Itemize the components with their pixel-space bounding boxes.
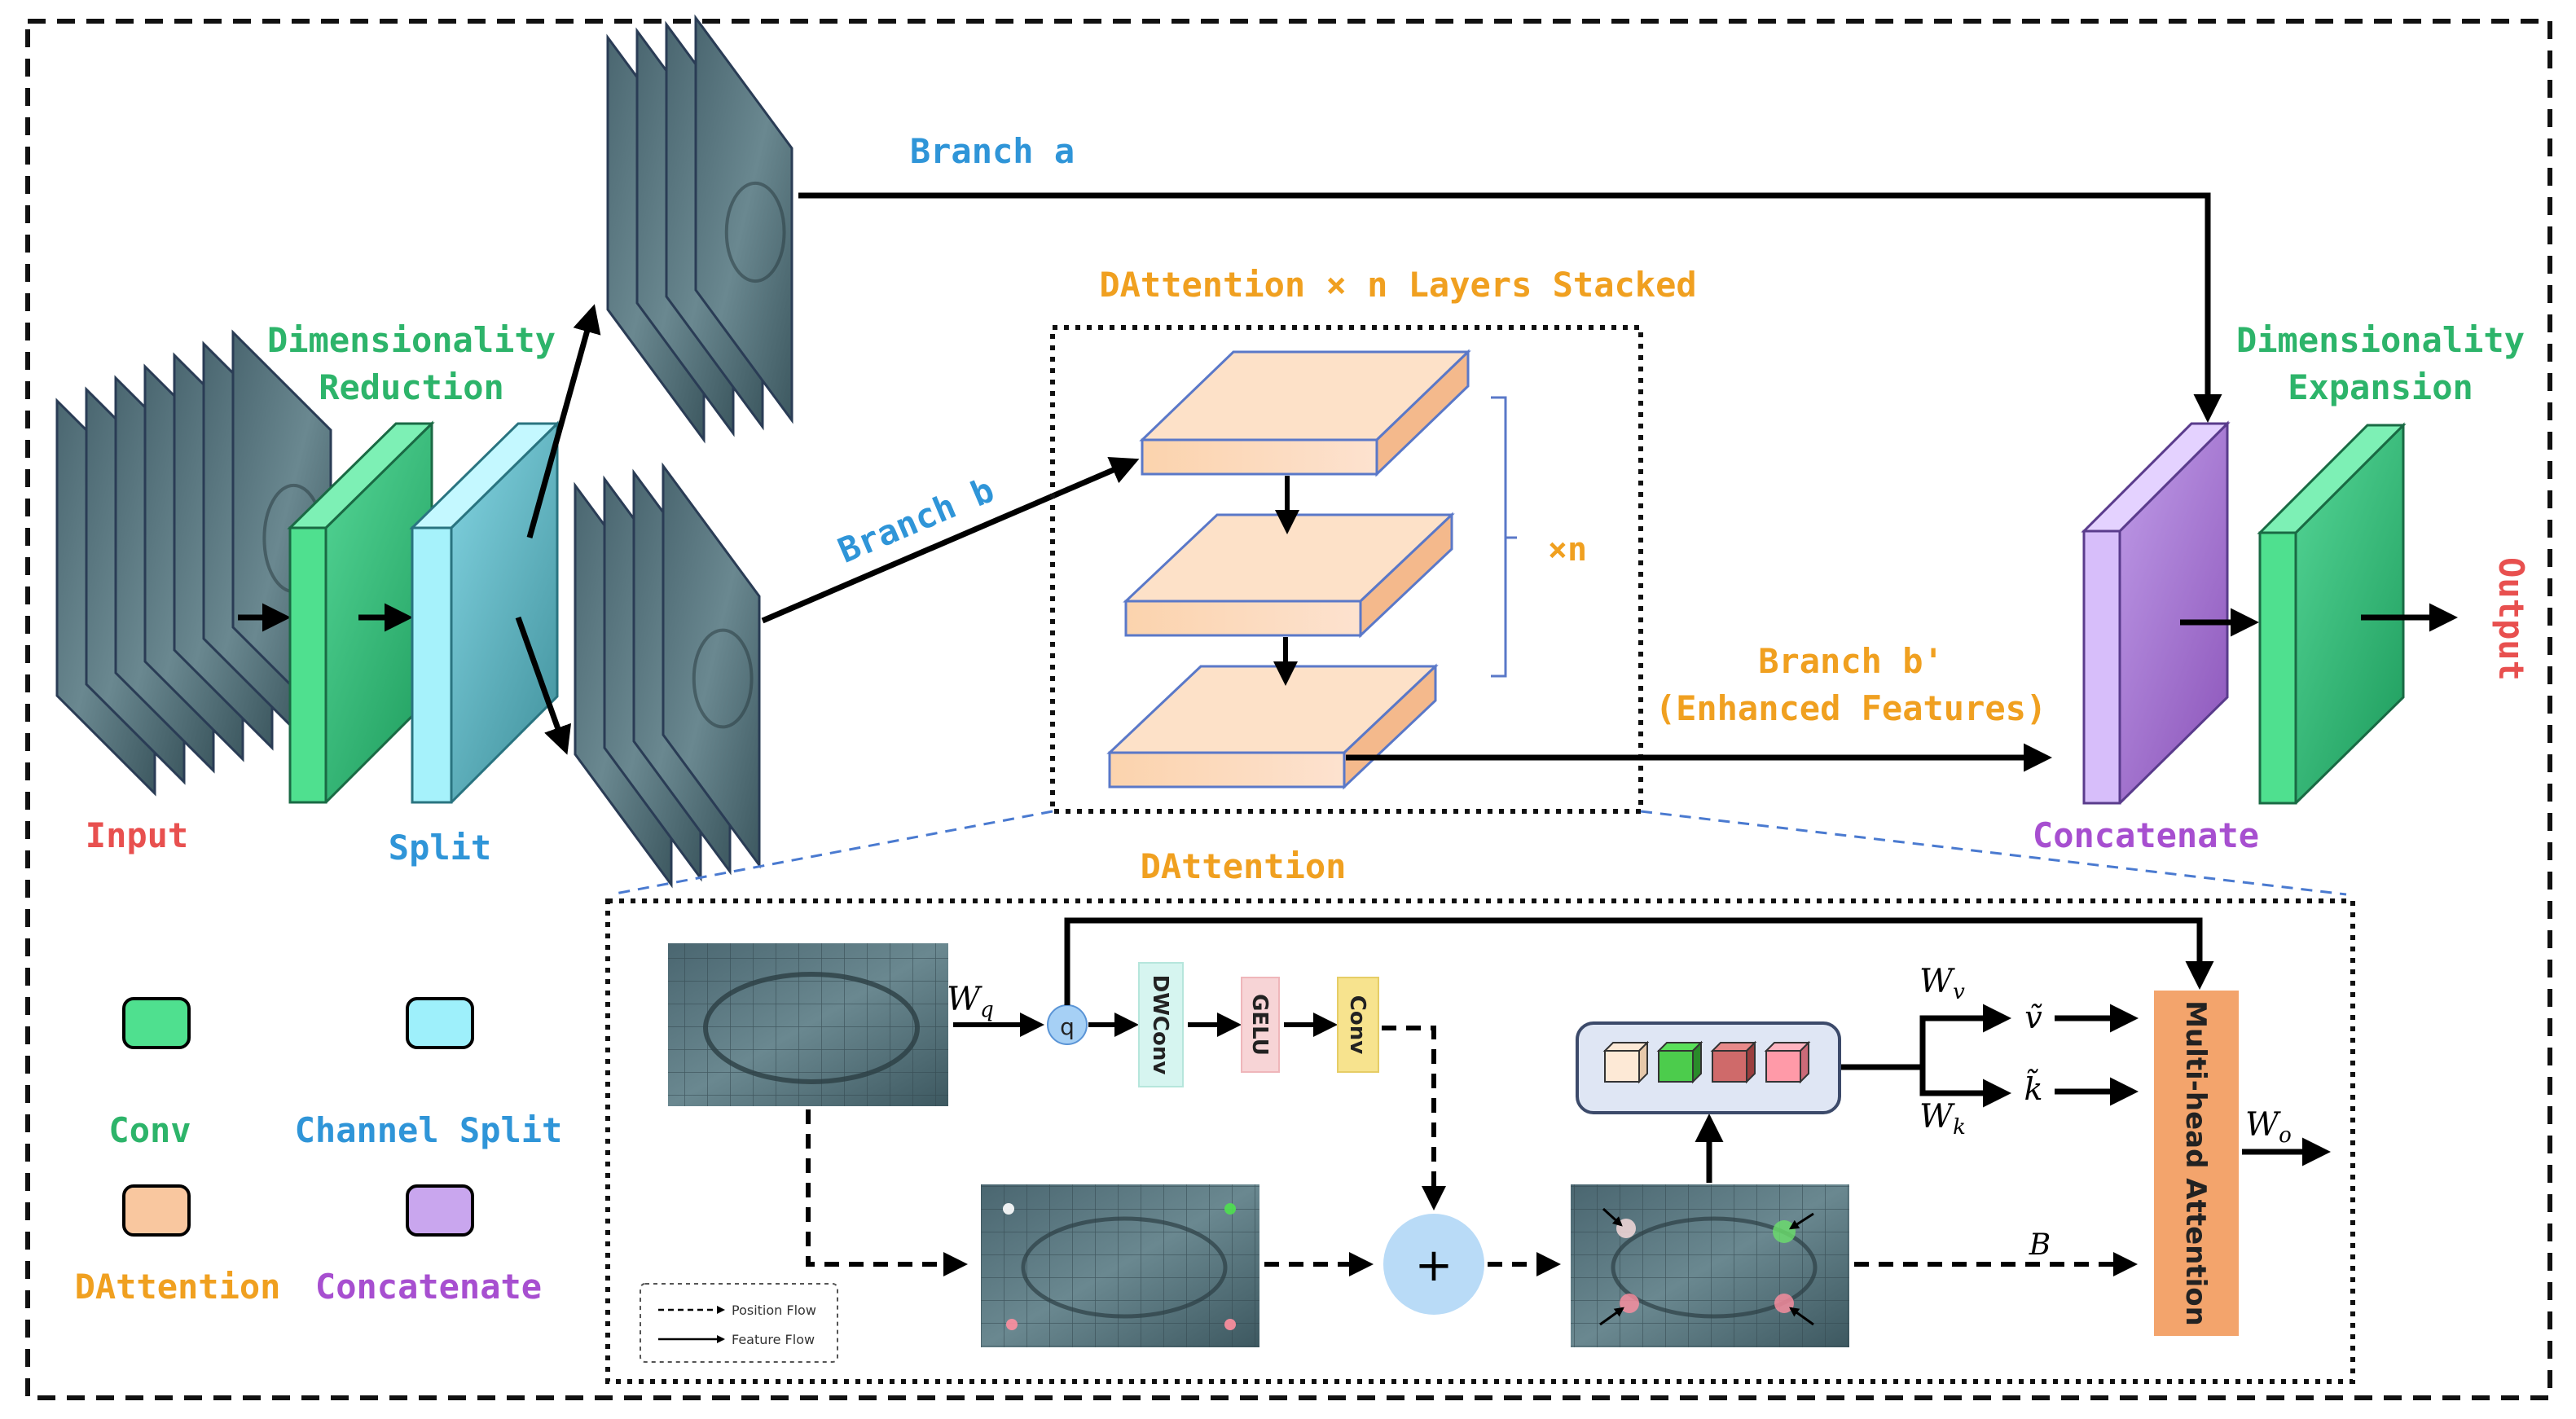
feature-cube-1 [1602,1040,1650,1084]
position-flow-path [806,1109,968,1276]
add-symbol: + [1415,1239,1453,1292]
k-tilde-label: k̃ [2024,1069,2042,1107]
dim-reduction-label-2: Reduction [319,367,504,407]
flow-legend: Position Flow Feature Flow [640,1283,838,1363]
detail-conv-block: Conv [1337,977,1379,1073]
feature-cube-2 [1656,1040,1703,1084]
svg-text:GELU: GELU [1247,994,1272,1056]
add-node [1383,1214,1484,1315]
q-to-mha-path [1064,917,2214,1005]
v-tilde-label: ṽ [2024,999,2042,1035]
gelu-block: GELU [1241,977,1280,1073]
branch-b-stack [574,462,761,889]
b-label: B [2029,1228,2051,1262]
flow-legend-position: Position Flow [732,1303,816,1318]
wo-label: Wo [2245,1106,2292,1148]
arrow-to-v [1919,1004,2011,1067]
dim-reduction-label-1: Dimensionality [267,320,556,360]
input-feature-stack [55,329,332,797]
arrow-to-k [1919,1067,2011,1108]
dattention-slab-2 [1123,512,1455,639]
multi-head-attention-block: Multi-head Attention [2154,991,2239,1336]
branch-a-label: Branch a [910,131,1075,171]
dattention-slab-3 [1106,663,1439,790]
conv-reduction-block [287,420,435,804]
dattention-detail-box [605,898,2355,1384]
legend-dattention-label: DAttention [75,1267,281,1307]
reference-points-image [981,1184,1259,1347]
arrow-split-to-branch-a [526,304,601,538]
zoom-line-right [1640,810,2347,896]
dim-expansion-label-1: Dimensionality [2236,320,2525,360]
feature-cube-4 [1764,1040,1811,1084]
legend: Conv Channel Split DAttention Concatenat… [75,997,563,1307]
svg-text:DWConv: DWConv [1148,975,1172,1075]
branch-b-path [761,456,1140,624]
wv-label: Wv [1919,963,1965,1004]
zoom-line-left [610,810,1053,896]
stack-title: DAttention × n Layers Stacked [1099,265,1696,305]
split-block [409,420,560,804]
conv-expansion-block [2257,422,2407,805]
sampled-features [1576,1021,1841,1114]
deformed-points-image [1571,1184,1849,1347]
detail-input-image [668,943,948,1106]
legend-split-label: Channel Split [295,1110,563,1150]
offset-flow-path [1382,1026,1446,1210]
branch-a-path [798,192,2222,423]
flow-legend-feature: Feature Flow [732,1332,815,1347]
input-label: Input [86,815,188,855]
q-label: q [1060,1013,1075,1040]
branch-b-prime-label-1: Branch b' [1758,641,1944,681]
legend-swatch-dattention [122,1184,191,1237]
branch-a-stack [606,14,793,444]
concatenate-block [2081,420,2231,805]
repeat-bracket [1491,396,1507,678]
legend-swatch-conv [122,997,191,1049]
branch-b-prime-label-2: (Enhanced Features) [1655,688,2046,728]
outer-border [25,19,2552,1400]
output-label: Output [2491,557,2531,681]
dim-expansion-label-2: Expansion [2288,367,2473,407]
arrow-split-to-branch-b [515,616,572,755]
svg-text:Conv: Conv [1345,995,1369,1054]
legend-swatch-split [406,997,474,1049]
legend-concatenate-label: Concatenate [315,1267,542,1307]
branch-a-feature-map [694,14,793,424]
repeat-label: ×n [1548,531,1587,569]
dwconv-block: DWConv [1138,962,1184,1087]
concatenate-label: Concatenate [2033,815,2259,855]
split-label: Split [389,828,491,868]
feature-cube-3 [1710,1040,1757,1084]
branch-b-feature-map [662,462,761,869]
dattention-title: DAttention [1141,846,1347,886]
svg-text:Multi-head Attention: Multi-head Attention [2179,1000,2212,1326]
dattention-slab-1 [1139,349,1471,477]
wq-label: Wq [947,981,994,1022]
wk-label: Wk [1919,1098,1966,1140]
legend-conv-label: Conv [108,1110,191,1150]
legend-swatch-concatenate [406,1184,474,1237]
